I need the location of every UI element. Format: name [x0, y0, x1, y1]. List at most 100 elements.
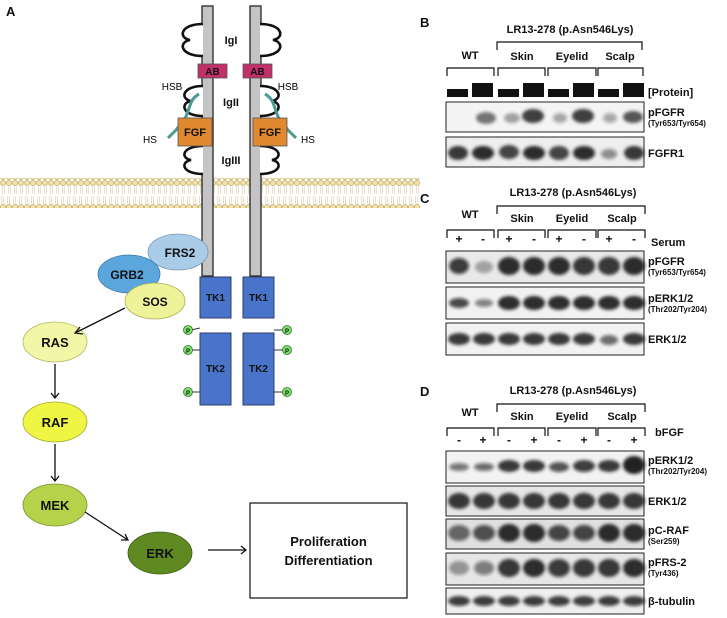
tk1-label-right: TK1 [249, 293, 268, 304]
svg-text:P: P [186, 349, 190, 355]
erk-node [127, 531, 193, 575]
sos-label: SOS [142, 295, 167, 309]
igIII-label: IgIII [222, 155, 241, 167]
row-label-d-pfrs2: pFRS-2 [648, 557, 687, 569]
svg-text:P: P [285, 391, 289, 397]
lane-sign: + [455, 232, 462, 246]
row-label-d-btubulin: β-tubulin [648, 596, 695, 608]
group-label-scalp: Scalp [607, 411, 637, 423]
lane-sign: + [479, 433, 486, 447]
cohort-bracket [496, 205, 646, 214]
lane-sign: - [507, 433, 511, 447]
condition-label-c: Serum [651, 237, 685, 249]
protein-amount-bars [447, 83, 644, 97]
sos-node [124, 282, 186, 320]
row-label-d-erk: ERK1/2 [648, 496, 687, 508]
fgf-label-right: FGF [259, 127, 281, 139]
ab-label-left: AB [205, 67, 219, 78]
igII-label: IgII [223, 97, 239, 109]
pathway-arrows [50, 307, 248, 555]
tk2-domain-left [199, 332, 232, 406]
lane-sign: - [481, 232, 485, 246]
raf-node [22, 401, 88, 443]
ras-label: RAS [41, 335, 69, 350]
row-sublabel-b-pfgfr: (Tyr653/Tyr654) [648, 119, 706, 128]
row-label-d-perk: pERK1/2 [648, 455, 693, 467]
group-label-skin: Skin [510, 213, 534, 225]
panel-c-cohort: LR13-278 (p.Asn546Lys) [510, 187, 637, 199]
fgf-ligand-left [177, 117, 213, 147]
fgf-ligand-right [252, 117, 288, 147]
tk1-domain-left [199, 276, 232, 319]
blot-d-pcraf [445, 518, 645, 550]
tk1-label-left: TK1 [206, 293, 225, 304]
tk2-label-right: TK2 [249, 364, 268, 375]
hsb-label-right: HSB [278, 82, 299, 93]
lane-sign: + [580, 433, 587, 447]
group-label-eyelid: Eyelid [556, 411, 588, 423]
lane-sign: + [630, 433, 637, 447]
panel-d-cohort: LR13-278 (p.Asn546Lys) [510, 385, 637, 397]
tk1-domain-right [242, 276, 275, 319]
group-label-eyelid: Eyelid [556, 213, 588, 225]
lane-sign: - [607, 433, 611, 447]
raf-label: RAF [42, 415, 69, 430]
cohort-bracket [496, 41, 643, 50]
lane-sign: - [557, 433, 561, 447]
blot-d-erk [445, 485, 645, 517]
hs-label-left: HS [143, 135, 157, 146]
panel-a-letter: A [6, 4, 16, 19]
group-brackets [446, 229, 646, 238]
panel-b-cohort: LR13-278 (p.Asn546Lys) [507, 24, 634, 36]
outcome-box [249, 502, 408, 599]
blot-d-btubulin [445, 587, 645, 615]
ab-domain-left [197, 63, 228, 79]
lane-sign: + [505, 232, 512, 246]
tk2-domain-right [242, 332, 275, 406]
blot-d-pfrs2 [445, 552, 645, 586]
hs-label-right: HS [301, 135, 315, 146]
mek-label: MEK [41, 498, 71, 513]
group-label-scalp: Scalp [607, 213, 637, 225]
group-label-wt: WT [461, 209, 478, 221]
condition-label-d: bFGF [655, 427, 684, 439]
group-label-scalp: Scalp [605, 51, 635, 63]
outcome-line1: Proliferation [290, 534, 367, 549]
blot-b-fgfr1 [445, 136, 645, 168]
lane-sign: - [457, 433, 461, 447]
erk-label: ERK [146, 546, 174, 561]
phospho-site [282, 387, 292, 397]
outcome-line2: Differentiation [284, 553, 372, 568]
panel-b: B LR13-278 (p.Asn546Lys) WT Skin Eyelid … [420, 15, 706, 168]
cohort-bracket [496, 403, 646, 412]
svg-text:P: P [186, 329, 190, 335]
phospho-site [282, 325, 292, 335]
blot-c-perk [445, 286, 645, 320]
row-label-b-pfgfr: pFGFR [648, 107, 685, 119]
row-label-c-perk: pERK1/2 [648, 293, 693, 305]
blot-c-erk [445, 322, 645, 356]
phospho-site [282, 345, 292, 355]
row-sublabel-c-perk: (Thr202/Tyr204) [648, 305, 707, 314]
group-brackets [446, 427, 646, 436]
phospho-site [183, 325, 193, 335]
row-label-d-pcraf: pC-RAF [648, 525, 689, 537]
lane-sign: - [582, 232, 586, 246]
lane-sign: - [532, 232, 536, 246]
phospho-site [183, 387, 193, 397]
row-sublabel-c-pfgfr: (Tyr653/Tyr654) [648, 268, 706, 277]
phospho-site [183, 345, 193, 355]
ab-domain-right [242, 63, 273, 79]
lane-sign: - [632, 232, 636, 246]
panel-a: A IgI IgII IgIII AB AB HSB HSB HS HS [0, 4, 420, 599]
phospho-sites: P P P P P P [183, 325, 292, 397]
frs2-node [147, 233, 209, 271]
group-label-skin: Skin [510, 411, 534, 423]
panel-b-letter: B [420, 15, 429, 30]
fgf-label-left: FGF [184, 127, 206, 139]
group-brackets [446, 67, 644, 76]
row-sublabel-d-pcraf: (Ser259) [648, 537, 680, 546]
panel-c-letter: C [420, 191, 430, 206]
row-label-c-pfgfr: pFGFR [648, 256, 685, 268]
